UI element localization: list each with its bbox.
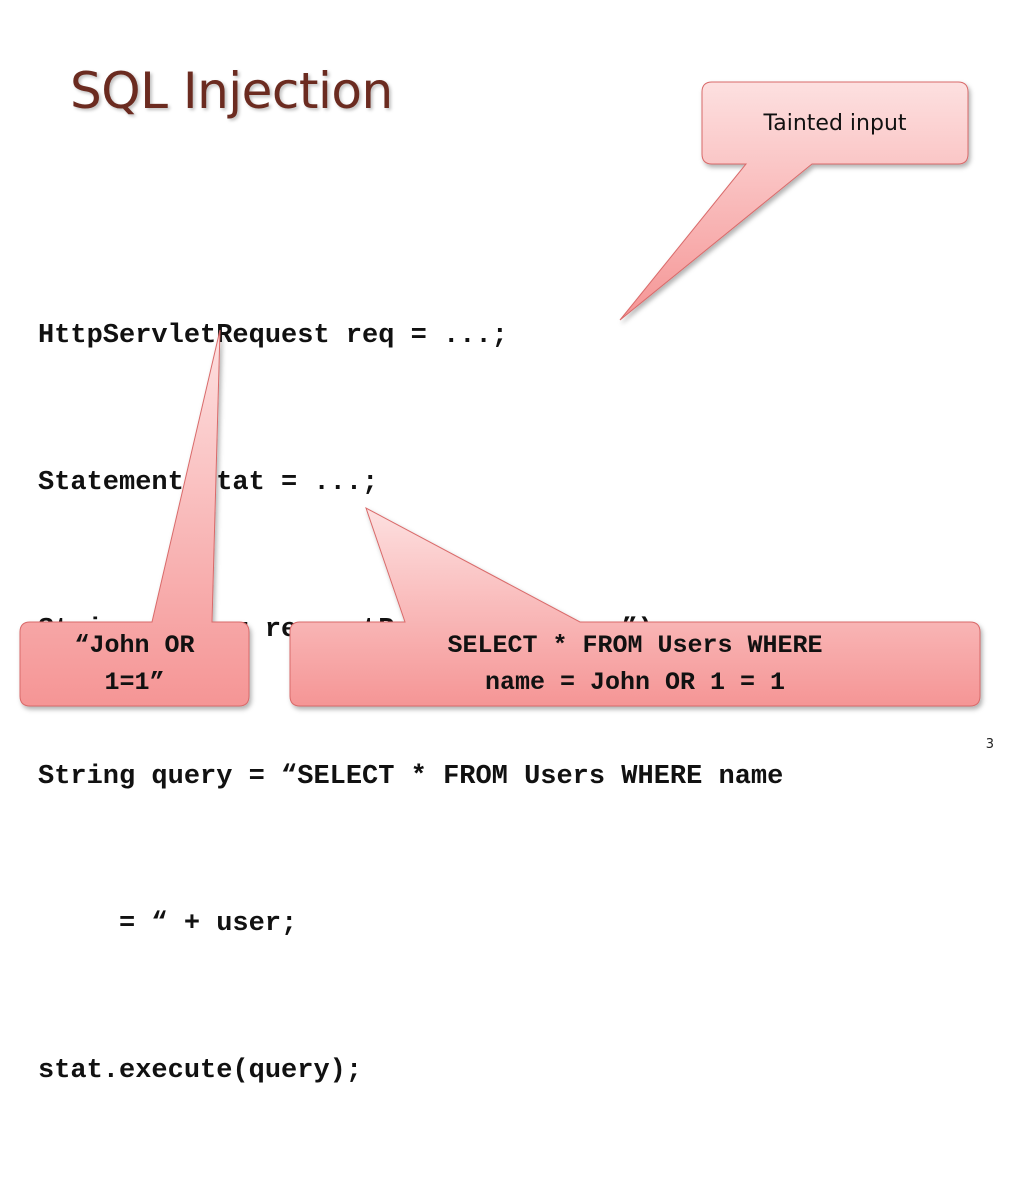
page-number: 3 — [985, 737, 994, 752]
john-callout — [19, 329, 250, 707]
tainted-input-label: Tainted input — [763, 110, 907, 136]
tainted-input-callout — [619, 81, 969, 321]
code-line: stat.execute(query); — [38, 1056, 363, 1086]
john-callout-line: 1=1” — [104, 668, 165, 697]
query-callout — [289, 506, 981, 707]
query-callout-label: SELECT * FROM Users WHERE name = John OR… — [290, 622, 980, 706]
query-callout-line: SELECT * FROM Users WHERE — [447, 631, 823, 660]
john-callout-label: “John OR 1=1” — [20, 622, 249, 706]
slide: SQL Injection HttpServletRequest req = .… — [19, 62, 994, 1086]
query-callout-line: name = John OR 1 = 1 — [484, 668, 786, 697]
callout-shapes — [19, 81, 981, 707]
slide-title: SQL Injection — [70, 62, 393, 120]
code-line: HttpServletRequest req = ...; — [38, 321, 508, 351]
john-callout-line: “John OR — [74, 631, 195, 660]
code-line: = “ + user; — [38, 909, 298, 939]
